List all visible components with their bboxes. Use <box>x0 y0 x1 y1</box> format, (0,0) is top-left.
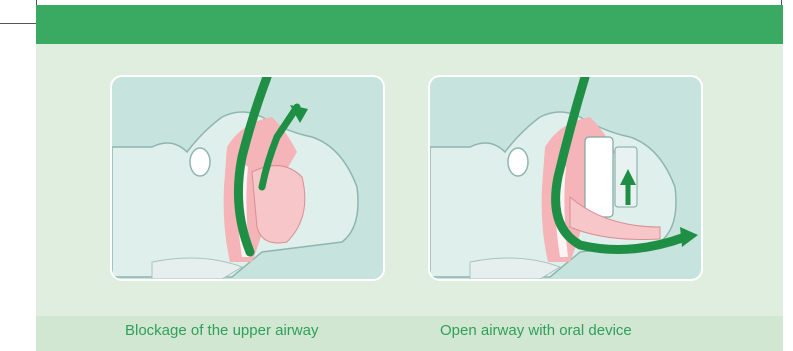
crop-mark-horizontal <box>0 23 36 24</box>
ear <box>190 148 210 176</box>
ear <box>508 148 528 176</box>
airway-open-figure <box>430 77 701 279</box>
caption-open-airway: Open airway with oral device <box>440 322 632 339</box>
illustration-open-airway <box>428 75 703 281</box>
caption-blocked-airway: Blockage of the upper airway <box>125 322 318 339</box>
airway-blocked-figure <box>112 77 383 279</box>
illustration-blocked-airway <box>110 75 385 281</box>
header-band <box>36 5 783 44</box>
oral-device <box>585 137 613 217</box>
